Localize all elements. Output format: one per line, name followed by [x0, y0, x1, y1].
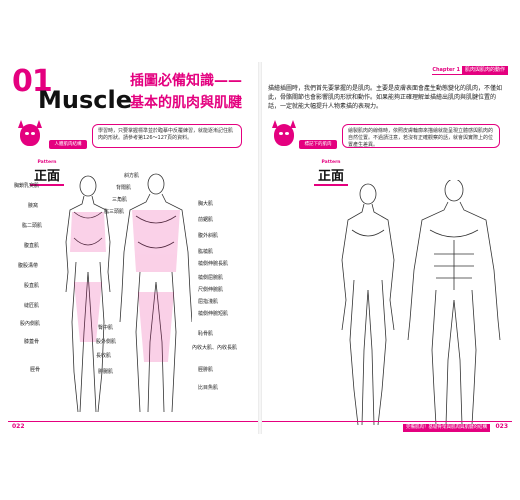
label-right-2: 腹外斜肌 — [198, 233, 219, 239]
label-left-8: 膝蓋骨 — [24, 339, 40, 345]
left-page: 01 Muscle 插圖必備知識—— 基本的肌肉與肌腱 學習時，只要掌握標準並於… — [8, 62, 258, 434]
title-line-2: 基本的肌肉與肌腱 — [130, 95, 242, 111]
label-left-5: 股直肌 — [24, 283, 40, 289]
label-center-5: 股外側肌 — [96, 339, 117, 345]
label-right-9: 恥骨肌 — [198, 331, 214, 337]
label-right-12: 比目魚肌 — [198, 385, 219, 391]
label-left-1: 腋窩 — [28, 203, 39, 209]
header-rule — [432, 74, 508, 75]
devil-mascot-icon — [16, 120, 44, 150]
label-center-7: 腓腸肌 — [98, 369, 114, 375]
label-left-7: 股內側肌 — [20, 321, 41, 327]
body-outline-illustration — [341, 180, 501, 426]
label-right-7: 屈指淺肌 — [198, 299, 219, 305]
page-number-left: 022 — [12, 423, 25, 430]
book-gutter — [258, 62, 262, 434]
book-spread: 01 Muscle 插圖必備知識—— 基本的肌肉與肌腱 學習時，只要掌握標準並於… — [0, 62, 520, 434]
footer-tag: 完備肌肉！基礎骨架與肌肉與肌腱的結構 — [403, 424, 490, 432]
page-number-right: 023 — [495, 423, 508, 430]
label-right-10: 內收大肌、內收長肌 — [192, 345, 238, 351]
pattern-big: 正面 — [30, 165, 64, 186]
label-left-3: 腹直肌 — [24, 243, 40, 249]
chapter-word: Muscle — [38, 86, 132, 114]
footer-rule — [8, 421, 258, 422]
label-right-4: 橈側伸腕長肌 — [198, 261, 229, 267]
label-right-6: 尺側伸腕肌 — [198, 287, 224, 293]
pattern-big: 正面 — [314, 165, 348, 186]
chapter-number: 01 — [12, 64, 53, 99]
callout-box: 學習時，只要掌握標準並於臨摹中反覆練習，就能逐漸記住肌肉的形狀。請參考第126～… — [49, 124, 242, 149]
label-right-3: 肱橈肌 — [198, 249, 214, 255]
callout-tag: 標記下的肌肉 — [299, 140, 337, 149]
label-right-11: 脛腓肌 — [198, 367, 214, 373]
label-right-8: 橈側伸腕短肌 — [198, 311, 229, 317]
pattern-badge: Pattern 正面 — [314, 160, 348, 190]
header-chapter: Chapter 1 — [432, 67, 460, 73]
pattern-small: Pattern — [321, 160, 341, 165]
label-left-4: 腹股溝帶 — [18, 263, 39, 269]
label-left-9: 脛骨 — [30, 367, 41, 373]
callout-text: 學習時，只要掌握標準並於臨摹中反覆練習，就能逐漸記住肌肉的形狀。請參考第126～… — [98, 128, 234, 141]
devil-mascot-icon — [270, 120, 298, 150]
label-center-1: 背闊肌 — [116, 185, 132, 191]
callout-tag: 人體肌肉結構 — [49, 140, 87, 149]
header-name: 肌肉與肌肉的動作 — [461, 66, 508, 74]
label-right-0: 胸大肌 — [198, 201, 214, 207]
muscle-figures-illustration — [65, 173, 192, 413]
title-line-1: 插圖必備知識—— — [130, 73, 242, 89]
label-center-3: 肱三頭肌 — [104, 209, 125, 215]
pattern-badge: Pattern 正面 — [30, 160, 64, 190]
label-center-2: 三角肌 — [112, 197, 128, 203]
label-right-5: 橈側屈腕肌 — [198, 275, 224, 281]
callout-box: 繪製肌肉的線條時，依照皮膚輪廓來描繪就能呈現立體感與肌肉的自然位置。不過請注意，… — [299, 124, 500, 149]
intro-paragraph: 描繪插圖時，我們首先要掌握的是肌肉。主要是皮膚表面會產生動態變化的肌肉，不僅如此… — [268, 85, 503, 110]
label-left-6: 縫匠肌 — [24, 303, 40, 309]
callout-text: 繪製肌肉的線條時，依照皮膚輪廓來描繪就能呈現立體感與肌肉的自然位置。不過請注意，… — [348, 128, 494, 148]
page-title: 插圖必備知識—— 基本的肌肉與肌腱 — [130, 70, 242, 112]
label-right-1: 前鋸肌 — [198, 217, 214, 223]
label-left-2: 肱二頭肌 — [22, 223, 43, 229]
pattern-small: Pattern — [37, 160, 57, 165]
label-center-0: 斜方肌 — [124, 173, 140, 179]
footer-rule — [262, 421, 512, 422]
label-center-4: 臀中肌 — [98, 325, 114, 331]
label-left-0: 胸鎖乳突肌 — [14, 183, 40, 189]
label-center-6: 長收肌 — [96, 353, 112, 359]
